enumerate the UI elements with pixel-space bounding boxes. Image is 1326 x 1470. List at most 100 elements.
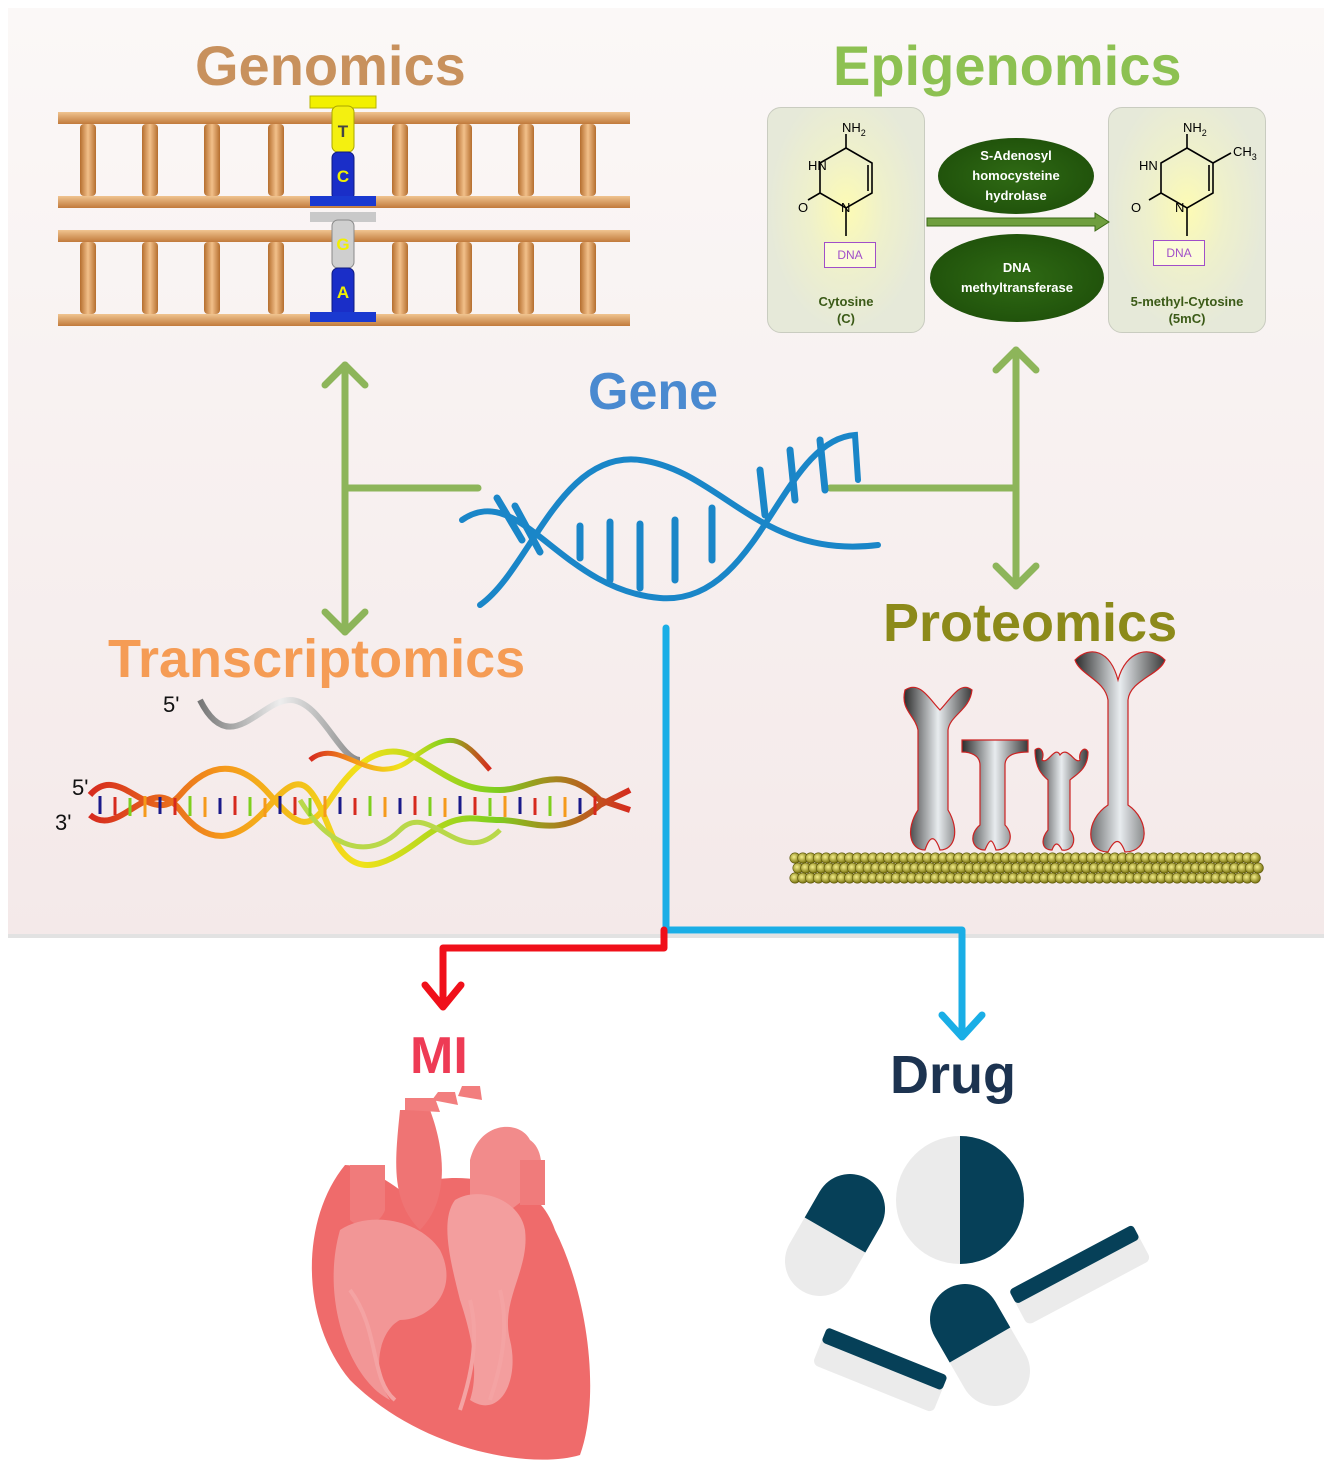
base-a-label: A xyxy=(337,283,349,302)
helix-rung xyxy=(756,466,769,519)
enzyme-sah-hydrolase: S-Adenosyl homocysteine hydrolase xyxy=(938,138,1094,214)
heart-vein xyxy=(348,1288,507,1411)
hn-label: HN xyxy=(808,158,827,173)
transcriptomics-helices: 5' 5' 3' xyxy=(55,692,632,868)
ladder-rung xyxy=(142,124,158,196)
helix-rung xyxy=(493,494,526,544)
nh2-label: NH2 xyxy=(1183,120,1207,138)
base-c-label: C xyxy=(337,167,349,186)
helix-rung xyxy=(816,436,829,494)
up-arrowhead-genomics xyxy=(321,361,369,389)
enzyme-text: methyltransferase xyxy=(961,280,1073,295)
helix-strand xyxy=(477,456,881,608)
epigenomics-title: Epigenomics xyxy=(833,34,1182,97)
methylcytosine-caption: 5-methyl-Cytosine xyxy=(1130,294,1244,309)
bubble-strand xyxy=(308,737,492,772)
ladder-rung xyxy=(518,242,534,314)
hn-label: HN xyxy=(1139,158,1158,173)
proteomics-illustration xyxy=(789,651,1264,884)
tubulin-bead xyxy=(1249,872,1261,884)
enzyme-text: DNA xyxy=(1002,260,1032,275)
gene-mi-line xyxy=(439,926,668,1009)
ladder-rung xyxy=(80,242,96,314)
three-prime-label: 3' xyxy=(55,810,71,835)
ladder-rung xyxy=(392,242,408,314)
heart-atrium xyxy=(333,1219,447,1400)
drug-arrowhead xyxy=(938,1011,986,1041)
n-label: N xyxy=(1175,200,1184,215)
cytosine-abbrev: (C) xyxy=(836,311,856,326)
protein xyxy=(1074,651,1166,853)
dna-strand-bottom xyxy=(88,781,632,868)
gene-drug-line xyxy=(662,624,966,1039)
methylcytosine-abbrev: (5mC) xyxy=(1168,311,1206,326)
ladder-rung xyxy=(142,242,158,314)
protein xyxy=(961,739,1029,851)
genomics-title: Genomics xyxy=(195,34,466,97)
mi-title: MI xyxy=(410,1027,468,1085)
ladder-rung xyxy=(80,124,96,196)
helix-rung xyxy=(786,446,799,504)
nh2-label: NH2 xyxy=(842,120,866,138)
microtubule xyxy=(789,852,1264,884)
enzyme-text: hydrolase xyxy=(985,188,1047,203)
ladder-rung xyxy=(580,242,596,314)
cytosine-box: NH2 HN O N DNA Cytosine (C) xyxy=(767,107,925,333)
pill-oblong xyxy=(814,1328,947,1412)
ladder-rung xyxy=(518,124,534,196)
capsule xyxy=(930,1284,1030,1406)
five-prime-label: 5' xyxy=(72,775,88,800)
dna-strand-top xyxy=(87,748,631,825)
up-arrowhead-epigenomics xyxy=(992,346,1040,374)
ladder-rung xyxy=(392,124,408,196)
enzyme-dna-methyltransferase: DNA methyltransferase xyxy=(930,234,1104,322)
o-label: O xyxy=(798,200,808,215)
protein xyxy=(1034,747,1089,851)
pill-oblong xyxy=(1010,1225,1150,1324)
base-c-cap xyxy=(310,196,376,206)
methylation-arrow xyxy=(926,212,1110,232)
capsule xyxy=(785,1174,885,1296)
genomics-dna-ladder: T C G A xyxy=(58,95,630,326)
base-g-cap xyxy=(310,212,376,222)
bubble-strand xyxy=(297,798,502,850)
tx-rungs xyxy=(98,796,597,817)
heart-vessel xyxy=(350,1165,385,1226)
cytosine-structure: NH2 HN O N xyxy=(798,120,873,236)
outcome-connectors xyxy=(421,624,986,1041)
down-arrowhead-proteomics xyxy=(992,562,1040,590)
methylcytosine-structure: NH2 CH3 HN O N xyxy=(1131,120,1257,236)
base-g-label: G xyxy=(336,235,349,254)
enzyme-text: S-Adenosyl xyxy=(980,148,1052,163)
ladder-rung xyxy=(456,124,472,196)
helix-strand xyxy=(459,431,861,602)
ladder-rung xyxy=(268,242,284,314)
heart-vessel xyxy=(396,1110,442,1230)
enzyme-text: homocysteine xyxy=(972,168,1060,183)
down-arrowhead-transcriptomics xyxy=(321,608,369,636)
ladder-rung xyxy=(204,242,220,314)
helix-rungs xyxy=(493,436,829,592)
ladder-rung xyxy=(204,124,220,196)
transcriptomics-title: Transcriptomics xyxy=(108,629,526,689)
methylcytosine-box: NH2 CH3 HN O N DNA 5-methyl-Cytosine (5m… xyxy=(1108,107,1266,333)
gene-title: Gene xyxy=(588,363,719,421)
heart-illustration xyxy=(311,1086,591,1460)
gene-double-helix xyxy=(459,431,881,608)
drug-title: Drug xyxy=(890,1045,1016,1105)
heart-vessel xyxy=(405,1086,482,1112)
cytosine-caption: Cytosine xyxy=(818,294,874,309)
ch3-label: CH3 xyxy=(1233,144,1257,162)
ladder-rung xyxy=(580,124,596,196)
drug-pills-illustration xyxy=(785,1136,1150,1412)
protein xyxy=(903,686,973,851)
pill-tablet-half xyxy=(960,1136,1024,1264)
base-t-label: T xyxy=(338,122,349,141)
dna-tag: DNA xyxy=(824,242,876,268)
green-connectors xyxy=(321,346,1040,636)
base-a-cap xyxy=(310,312,376,322)
n-label: N xyxy=(841,200,850,215)
heart-artery xyxy=(447,1194,526,1406)
dna-tag: DNA xyxy=(1153,240,1205,266)
